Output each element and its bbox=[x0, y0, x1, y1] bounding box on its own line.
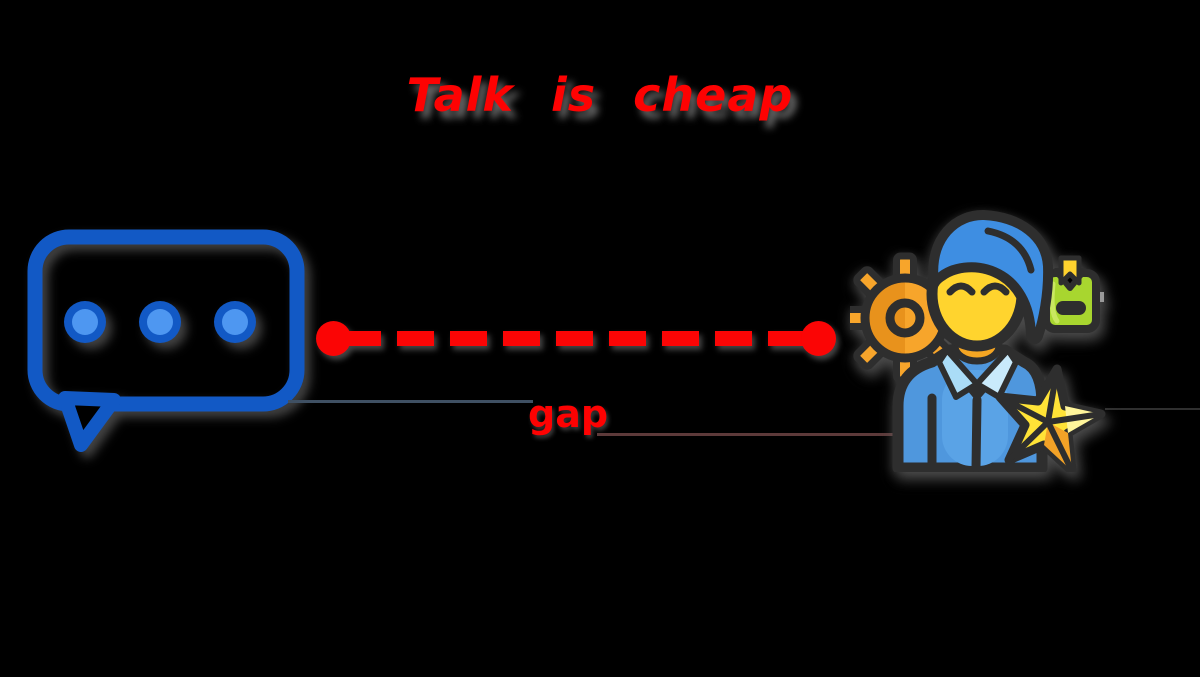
connector-dashes bbox=[344, 331, 808, 346]
package-slot bbox=[1056, 301, 1086, 315]
typing-dot bbox=[222, 309, 248, 335]
speech-bubble-outline bbox=[27, 229, 305, 412]
gap-leader-line-right bbox=[597, 433, 893, 436]
eye-right bbox=[980, 282, 1010, 296]
speech-bubble-icon bbox=[27, 229, 305, 452]
typing-dot bbox=[72, 309, 98, 335]
person-head bbox=[926, 210, 1054, 352]
connector-endpoint-right bbox=[801, 321, 836, 356]
package-bookmark bbox=[1058, 255, 1082, 286]
gear-hole bbox=[885, 298, 925, 338]
gap-leader-line-left bbox=[288, 400, 533, 403]
typing-dot bbox=[147, 309, 173, 335]
red-dashed-gap-connector bbox=[316, 320, 836, 357]
gap-label: gap bbox=[528, 392, 609, 436]
speech-bubble-tail bbox=[58, 391, 121, 452]
eye-left bbox=[946, 282, 976, 296]
collar-left bbox=[936, 347, 980, 400]
package-icon bbox=[1042, 255, 1104, 333]
hair-swoosh bbox=[984, 227, 1035, 274]
star-icon bbox=[995, 364, 1106, 472]
page-title: Talk is cheap bbox=[406, 68, 794, 122]
developer-person-icon bbox=[850, 210, 1106, 472]
faint-line-right bbox=[1105, 408, 1200, 410]
typing-dots-icon bbox=[64, 301, 256, 343]
